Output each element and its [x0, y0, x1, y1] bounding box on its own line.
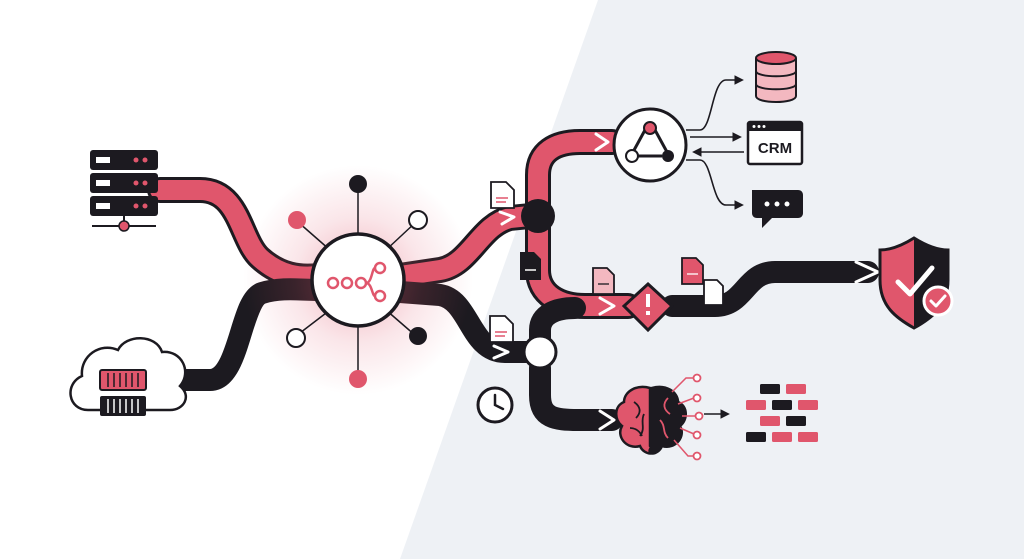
- crm-window-icon: CRM: [746, 120, 804, 166]
- junction-node-upper: [521, 199, 555, 233]
- document-icon: [490, 181, 515, 209]
- satellite-node: [288, 211, 306, 229]
- satellite-node: [349, 175, 367, 193]
- document-icon: [592, 267, 615, 295]
- pipe-lower-brain: [529, 357, 623, 431]
- junction-node-lower: [522, 334, 558, 370]
- server-rack-icon: [90, 150, 158, 232]
- decision-diamond-icon: [621, 281, 675, 333]
- satellite-node: [286, 328, 306, 348]
- crm-label: CRM: [758, 140, 792, 157]
- document-icon: [520, 252, 541, 280]
- cloud-storage-icon: [69, 337, 188, 416]
- satellite-node: [349, 370, 367, 388]
- database-icon: [755, 51, 797, 103]
- document-icon: [681, 257, 704, 285]
- webhook-connectors: [686, 75, 744, 210]
- pipe-lower-decision: [529, 297, 586, 353]
- data-blocks-icon: [746, 384, 818, 442]
- webhook-icon: [612, 107, 688, 183]
- document-icon: [703, 279, 724, 306]
- clock-icon: [476, 386, 514, 424]
- document-icon: [489, 315, 514, 343]
- brain-ai-icon: [615, 373, 704, 461]
- satellite-node: [409, 327, 427, 345]
- checkmark-badge-icon: [922, 285, 954, 317]
- workflow-hub: [243, 165, 473, 395]
- chat-bubble-icon: [752, 190, 803, 228]
- satellite-node: [408, 210, 428, 230]
